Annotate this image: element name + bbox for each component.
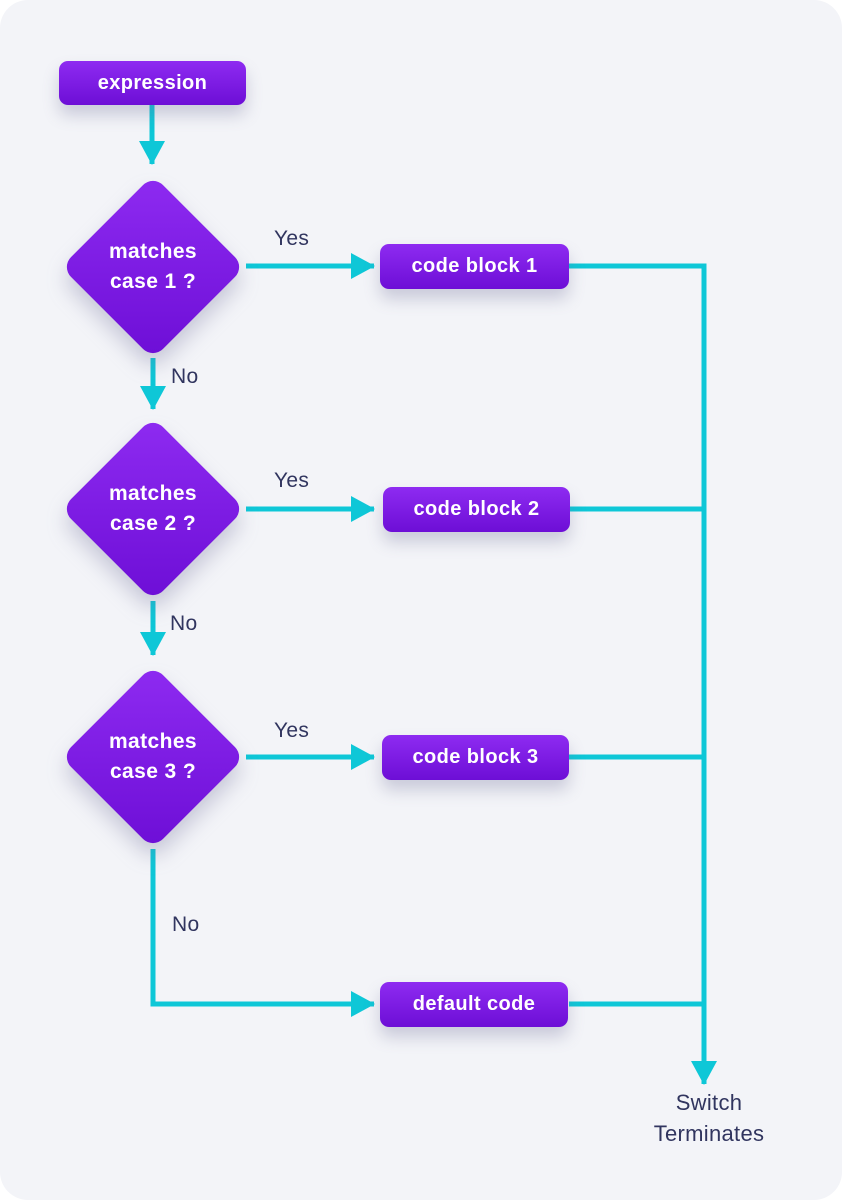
- expression-node: expression: [59, 61, 246, 105]
- arrow-case3-no-to-default: [150, 849, 375, 1017]
- decision-case1-node: matches case 1 ?: [61, 175, 245, 359]
- edge-label-no-3: No: [172, 913, 200, 936]
- decision-case2-label: matches case 2 ?: [88, 444, 218, 574]
- wire-codeblock1-to-terminate: [569, 263, 717, 1085]
- edge-label-no-2: No: [170, 612, 198, 635]
- code-block-2-label: code block 2: [413, 498, 540, 520]
- decision-case2-line2: case 2 ?: [109, 512, 197, 535]
- default-code-node: default code: [380, 982, 568, 1027]
- code-block-1-node: code block 1: [380, 244, 569, 289]
- decision-case3-line1: matches: [108, 730, 197, 753]
- terminal-label: Switch Terminates: [609, 1087, 809, 1149]
- decision-case2-line1: matches: [108, 482, 197, 505]
- decision-case1-line1: matches: [108, 240, 197, 263]
- terminal-line2: Terminates: [653, 1121, 765, 1146]
- decision-case3-node: matches case 3 ?: [61, 665, 245, 849]
- code-block-1-label: code block 1: [411, 255, 538, 277]
- decision-case3-label: matches case 3 ?: [88, 692, 218, 822]
- code-block-2-node: code block 2: [383, 487, 570, 532]
- decision-case3-line2: case 3 ?: [109, 760, 197, 783]
- decision-case1-line2: case 1 ?: [109, 270, 197, 293]
- code-block-3-node: code block 3: [382, 735, 569, 780]
- expression-node-label: expression: [97, 71, 208, 94]
- edge-label-yes-3: Yes: [274, 719, 310, 742]
- decision-case2-node: matches case 2 ?: [61, 417, 245, 601]
- edge-label-yes-2: Yes: [274, 469, 310, 492]
- code-block-3-label: code block 3: [412, 746, 539, 768]
- edge-label-no-1: No: [171, 365, 199, 388]
- terminal-line1: Switch: [675, 1090, 743, 1115]
- decision-case1-label: matches case 1 ?: [88, 202, 218, 332]
- edge-label-yes-1: Yes: [274, 227, 310, 250]
- default-code-label: default code: [412, 993, 536, 1015]
